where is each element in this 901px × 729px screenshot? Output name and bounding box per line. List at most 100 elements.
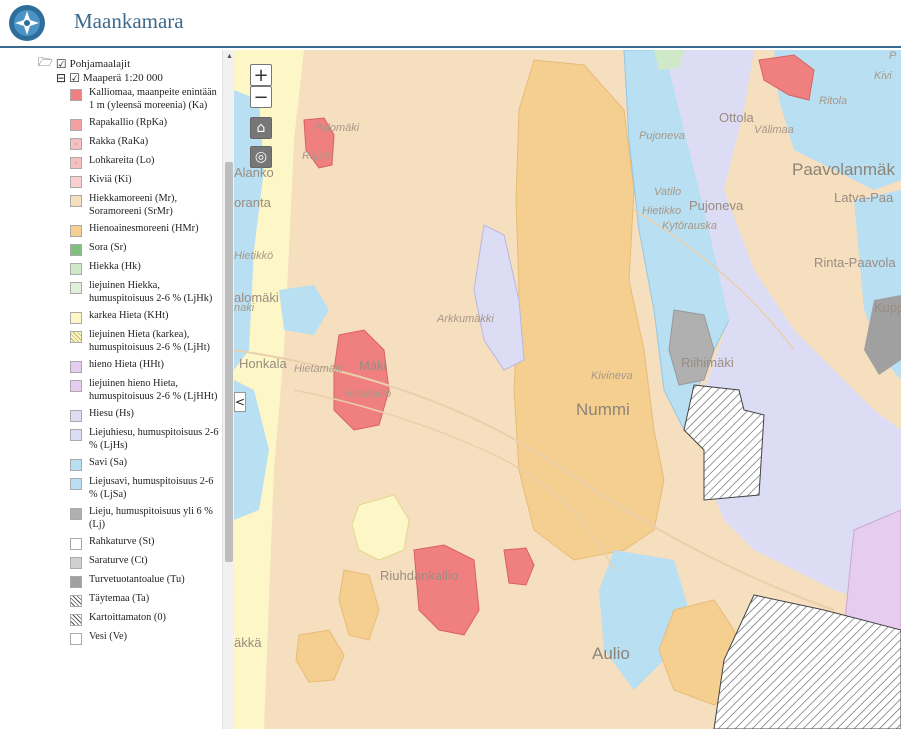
map-place-label: Paavolanmäk [792,160,896,179]
layer-sidebar: 🗁 ☑ Pohjamaalajit ⊟ ☑ Maaperä 1:20 000 K… [0,50,222,729]
legend-swatch [70,576,82,588]
fill-area-1 [683,384,765,501]
legend-item: Täytemaa (Ta) [70,592,220,607]
app-title: Maankamara [74,9,184,33]
checkbox-checked-icon[interactable]: ☑ [55,56,67,71]
legend-item: hieno Hieta (HHt) [70,358,220,373]
legend-label: liejuinen Hieta (karkea), humuspitoisuus… [89,329,210,353]
legend-swatch [70,614,82,626]
legend-swatch [70,331,82,343]
lieju-area-2 [864,295,901,375]
legend-swatch [70,429,82,441]
legend-label: Lieju, humuspitoisuus yli 6 % (Lj) [89,506,213,530]
locate-button[interactable]: ◎ [250,146,272,168]
legend-label: Kalliomaa, maanpeite enintään 1 m (yleen… [89,87,217,111]
legend-label: liejuinen Hiekka, humuspitoisuus 2-6 % (… [89,280,213,304]
road-3 [633,209,795,351]
legend-item: Savi (Sa) [70,456,220,471]
map-place-label: Rajala [302,150,334,162]
legend-label: liejuinen hieno Hieta, humuspitoisuus 2-… [89,378,218,402]
legend-label: Saraturve (Ct) [89,555,148,566]
legend-item: Rapakallio (RpKa) [70,116,220,131]
map-place-label: Arkkumäkki [437,313,494,325]
bedrock-area-riuhdankallio [413,544,480,636]
bedrock-area-north [758,54,815,101]
clay-area-left-3 [279,285,329,335]
legend-item: Rahkaturve (St) [70,535,220,550]
legend-item: Vesi (Ve) [70,630,220,645]
clay-area-left-2 [234,380,269,520]
legend-label: Sora (Sr) [89,242,127,253]
home-button[interactable]: ⌂ [250,117,272,139]
sidebar-scrollbar[interactable]: ▲ [222,50,234,729]
legend-label: Rahkaturve (St) [89,536,155,547]
map-place-label: Rinta-Paavola [814,255,896,270]
map-place-label: Palomäki [314,122,360,134]
folder-open-icon[interactable]: 🗁 [38,55,53,69]
map-place-label: Pujoneva [689,198,744,213]
map-place-label: Honkala [239,356,287,371]
legend-swatch [70,538,82,550]
map-place-label: Nummi [576,400,630,419]
legend-label: Liejusavi, humuspitoisuus 2-6 % (LjSa) [89,476,214,500]
legend-item: Liejuhiesu, humuspitoisuus 2-6 % (LjHs) [70,426,220,452]
legend-item: Kalliomaa, maanpeite enintään 1 m (yleen… [70,86,220,112]
sand-area [654,50,684,70]
map-place-label: Ritola [819,95,848,107]
legend-item: liejuinen hieno Hieta, humuspitoisuus 2-… [70,377,220,403]
legend-swatch [70,138,82,150]
bedrock-area-rajala [303,117,335,169]
legend-swatch [70,633,82,645]
tree-child-label: Maaperä 1:20 000 [82,72,163,84]
fine-moraine-area [513,59,665,561]
fine-moraine-small-2 [295,629,345,683]
map-place-label: oranta [234,195,271,210]
map-place-label: Hirsikallio [344,388,392,400]
map-place-label: Ottola [719,110,754,125]
app-header: Maankamara [0,0,901,48]
collapse-minus-icon[interactable]: ⊟ [56,71,67,85]
map-place-label: Mäki [359,358,387,373]
bedrock-area-hirsikallio [333,329,390,431]
legend-label: karkea Hieta (KHt) [89,310,169,321]
crosshair-icon: ◎ [254,149,268,165]
tree-root-row[interactable]: 🗁 ☑ Pohjamaalajit [38,53,130,74]
scroll-up-arrow-icon[interactable]: ▲ [226,52,233,60]
legend-item: Turvetuotantoalue (Tu) [70,573,220,588]
map-place-label: Aulio [592,644,630,663]
collapse-sidebar-button[interactable]: < [234,392,246,412]
legend-item: Sora (Sr) [70,241,220,256]
legend-swatch [70,119,82,131]
zoom-out-button[interactable]: − [250,86,272,108]
map-place-label: Hietikkö [234,250,274,262]
legend-label: Täytemaa (Ta) [89,593,150,604]
legend-swatch [70,361,82,373]
map-place-label: Hietikko [642,205,682,217]
legend-swatch [70,595,82,607]
legend-swatch [70,176,82,188]
legend-item: Lohkareita (Lo) [70,154,220,169]
scroll-thumb[interactable] [225,162,233,562]
tree-child-row[interactable]: ⊟ ☑ Maaperä 1:20 000 [56,71,163,85]
legend-item: Hiesu (Hs) [70,407,220,422]
gtk-logo-icon[interactable] [7,3,47,43]
legend-item: Rakka (RaKa) [70,135,220,150]
legend-label: Lohkareita (Lo) [89,155,155,166]
legend-label: Turvetuotantoalue (Tu) [89,574,185,585]
map-place-label: Pujoneva [639,130,685,142]
hieta-area-small [351,494,410,561]
fill-area-2 [713,594,901,729]
road-1 [234,349,835,611]
road-2 [293,389,615,571]
legend-item: liejuinen Hiekka, humuspitoisuus 2-6 % (… [70,279,220,305]
zoom-in-button[interactable]: + [250,64,272,86]
legend-item: Saraturve (Ct) [70,554,220,569]
legend-label: Hiesu (Hs) [89,408,134,419]
lieju-area-1 [668,309,715,386]
checkbox-checked-icon[interactable]: ☑ [69,71,80,85]
legend-item: Hiekkamoreeni (Mr), Soramoreeni (SrMr) [70,192,220,218]
home-icon: ⌂ [256,120,266,136]
soil-map-canvas [234,50,901,729]
legend-swatch [70,157,82,169]
